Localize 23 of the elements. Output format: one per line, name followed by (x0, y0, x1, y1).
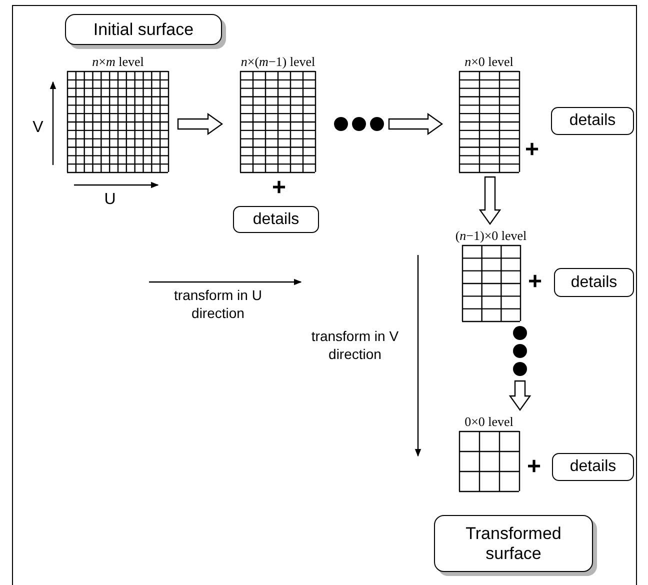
axis-label: V (32, 118, 44, 138)
level-label: 0×0 level (464, 414, 514, 429)
level-label: n×0 level (464, 54, 514, 69)
level-label: n×(m−1) level (240, 54, 316, 69)
details-box: details (554, 268, 634, 297)
details-box: details (551, 107, 634, 135)
direction-label: transform in V direction (310, 327, 400, 363)
plus-sign: + (526, 270, 543, 294)
ellipsis-dots (512, 325, 528, 377)
level-label: n×m level (92, 54, 144, 69)
details-box: details (233, 206, 319, 233)
plus-sign: + (270, 176, 287, 200)
block-arrow (388, 112, 444, 136)
axis-label: U (103, 190, 117, 210)
details-box: details (552, 453, 634, 481)
direction-label: transform in U direction (173, 286, 263, 322)
block-arrow (508, 380, 532, 412)
level-label: (n−1)×0 level (455, 228, 527, 243)
block-arrow (478, 176, 502, 226)
plus-sign: + (526, 455, 542, 479)
plus-sign: + (524, 138, 540, 162)
block-arrow (177, 112, 224, 136)
ellipsis-dots (333, 116, 385, 132)
